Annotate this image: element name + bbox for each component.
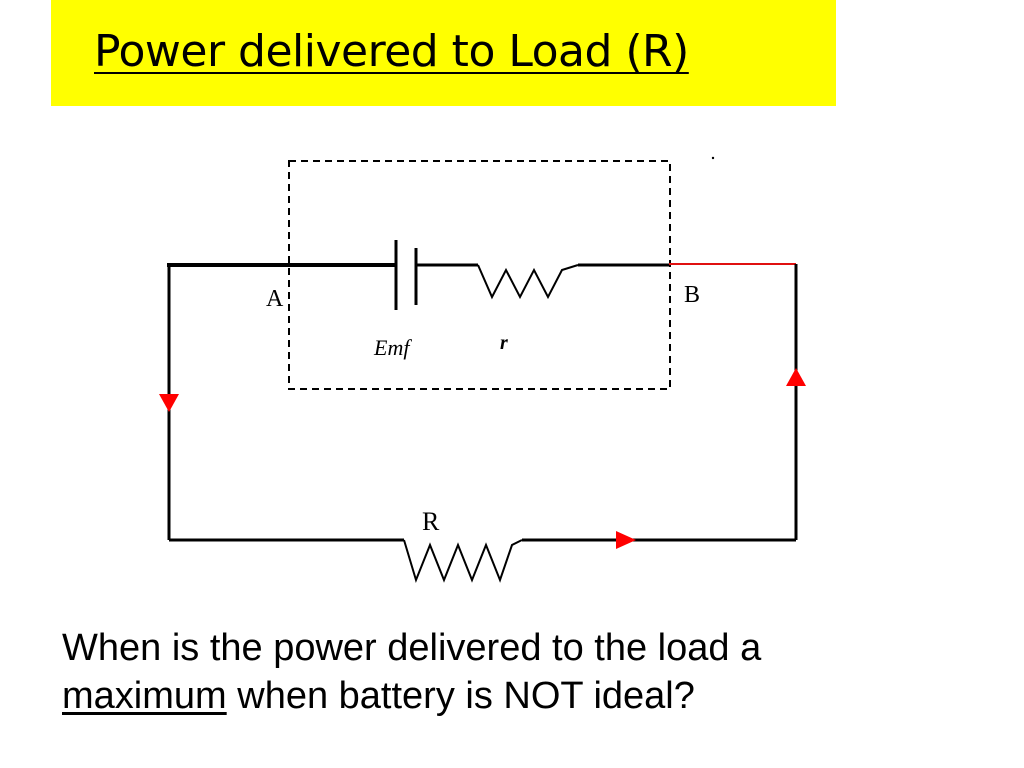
label-emf: Emf	[373, 335, 412, 360]
label-load-resistance: R	[422, 507, 440, 536]
internal-resistor	[477, 264, 579, 300]
arrow-up-icon	[786, 368, 806, 386]
question-line1: When is the power delivered to the load …	[62, 627, 762, 669]
arrow-down-icon	[159, 394, 179, 412]
dot-mark	[711, 156, 715, 160]
title-banner	[51, 0, 836, 106]
label-internal-resistance: r	[500, 332, 508, 354]
label-node-a: A	[266, 286, 284, 312]
question-emphasis: maximum	[62, 675, 227, 717]
question-rest: when battery is NOT ideal?	[226, 675, 695, 717]
slide-title: Power delivered to Load (R)	[94, 26, 689, 77]
arrow-right-icon	[616, 531, 636, 549]
label-node-b: B	[684, 282, 700, 308]
question-text: When is the power delivered to the load …	[62, 624, 962, 720]
load-resistor	[403, 539, 523, 584]
battery-enclosure	[288, 160, 671, 390]
